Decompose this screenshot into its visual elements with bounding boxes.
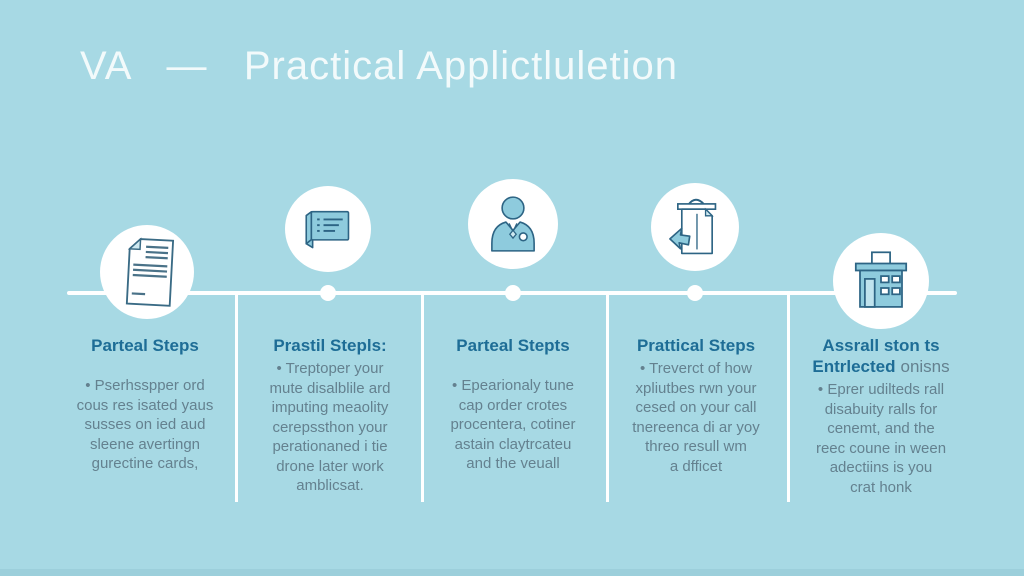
step-5-circle (833, 233, 929, 329)
document-icon (125, 237, 175, 307)
column-divider (787, 293, 790, 502)
clipboard-arrow-icon (669, 198, 717, 255)
step-5-title-line2-light: onisns (900, 357, 950, 376)
bottom-edge-strip (0, 569, 1024, 576)
step-3-circle (468, 179, 558, 269)
speech-note-icon (305, 210, 350, 249)
column-divider (606, 293, 609, 502)
step-2-title: Prastil Stepls: (273, 336, 387, 355)
timeline-dot (505, 285, 521, 301)
step-2-circle (285, 186, 371, 272)
person-icon (491, 196, 535, 252)
column-divider (235, 293, 238, 502)
building-icon (854, 251, 908, 308)
step-1-circle (100, 225, 194, 319)
step-5-title-line1: Assrall ston ts (822, 336, 940, 355)
step-5-title-line2-bold: Entrlected (812, 357, 896, 376)
page-title: VA — Practical Applictluletion (80, 44, 678, 88)
step-3-title: Parteal Stepts (456, 336, 570, 355)
timeline-dot (320, 285, 336, 301)
column-divider (421, 293, 424, 502)
step-1-title: Parteal Steps (91, 336, 199, 355)
step-4-title: Prattical Steps (636, 336, 756, 355)
step-4-circle (651, 183, 739, 271)
timeline-dot (687, 285, 703, 301)
